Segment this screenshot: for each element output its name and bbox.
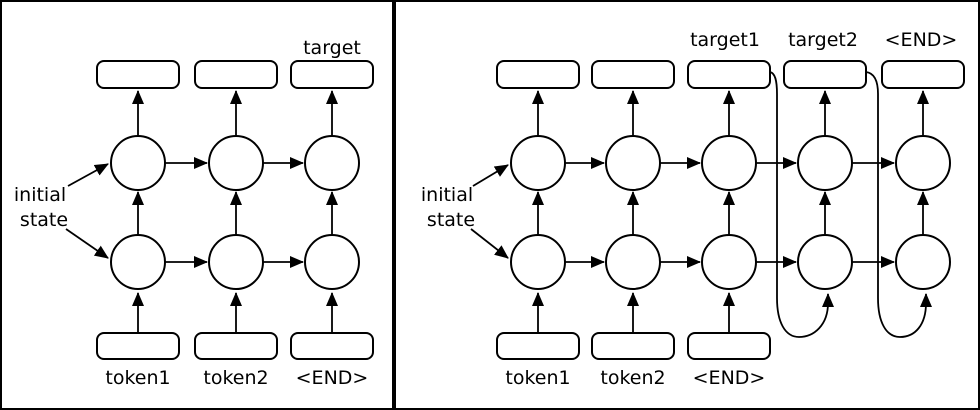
output-box	[591, 60, 675, 89]
token-label: <END>	[693, 367, 766, 389]
output-box	[96, 60, 180, 89]
hidden-state-node	[208, 234, 264, 290]
hidden-state-node	[510, 234, 566, 290]
input-box	[96, 332, 180, 360]
hidden-state-node	[895, 135, 951, 191]
token-label: token2	[600, 367, 665, 389]
hidden-state-node	[510, 135, 566, 191]
target-label: target2	[788, 29, 858, 51]
output-box	[496, 60, 580, 89]
hidden-state-node	[208, 135, 264, 191]
right-panel-generation-diagram: target1 target2 <END>	[394, 0, 980, 410]
hidden-state-node	[701, 234, 757, 290]
output-box	[783, 60, 867, 89]
hidden-state-node	[701, 135, 757, 191]
hidden-state-node	[797, 234, 853, 290]
left-panel-canvas: target	[14, 37, 374, 389]
left-panel-training-diagram: target	[0, 0, 394, 410]
hidden-state-node	[304, 234, 360, 290]
initial-state-label-line1: initial	[421, 184, 473, 206]
hidden-state-node	[605, 234, 661, 290]
initial-state-label-line2: state	[427, 209, 475, 231]
initial-state-label-line1: initial	[14, 184, 66, 206]
hidden-state-node	[895, 234, 951, 290]
right-panel-canvas: target1 target2 <END>	[421, 29, 965, 389]
hidden-state-node	[797, 135, 853, 191]
hidden-state-node	[304, 135, 360, 191]
token-label: token1	[505, 367, 570, 389]
input-box	[687, 332, 771, 360]
target-label: target1	[690, 29, 760, 51]
output-box	[194, 60, 278, 89]
input-box	[194, 332, 278, 360]
input-box	[290, 332, 374, 360]
hidden-state-node	[110, 234, 166, 290]
hidden-state-node	[605, 135, 661, 191]
target-label: target	[303, 37, 361, 59]
arrow-initial-state-bottom	[470, 228, 509, 259]
hidden-state-node	[110, 135, 166, 191]
token-label: <END>	[296, 367, 369, 389]
feedback-arrow-target1-to-step4	[769, 71, 834, 338]
input-box	[496, 332, 580, 360]
feedback-arrow-target2-to-step5	[865, 71, 932, 338]
input-box	[591, 332, 675, 360]
token-label: token1	[105, 367, 170, 389]
output-box	[687, 60, 771, 89]
token-label: token2	[203, 367, 268, 389]
target-label: <END>	[885, 29, 958, 51]
initial-state-label-line2: state	[20, 209, 68, 231]
arrow-initial-state-top	[67, 163, 109, 187]
arrow-initial-state-bottom	[65, 228, 109, 259]
arrow-initial-state-top	[472, 164, 509, 187]
output-box	[290, 60, 374, 89]
output-box	[881, 60, 965, 89]
